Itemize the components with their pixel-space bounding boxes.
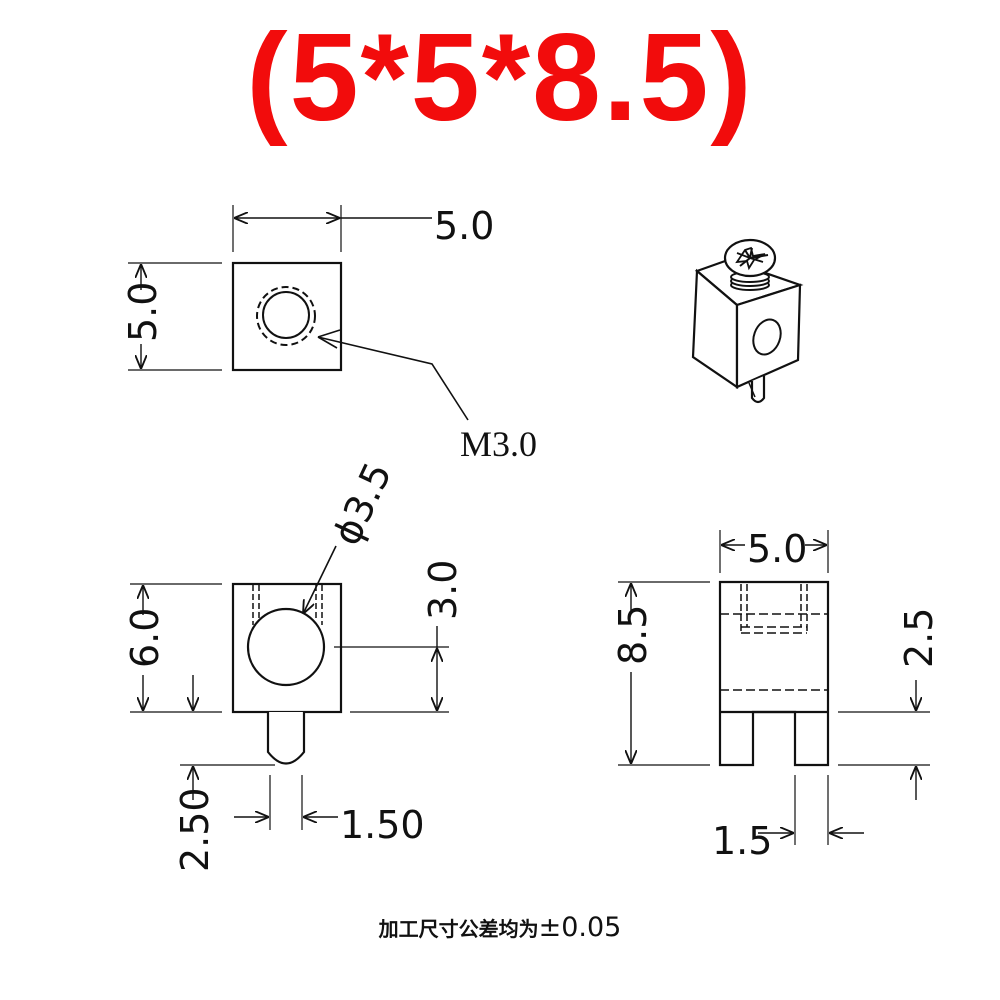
tolerance-value: ±0.05 <box>538 912 622 943</box>
front-height-label: 6.0 <box>123 608 167 668</box>
top-width-label: 5.0 <box>434 204 494 248</box>
pin <box>266 712 306 765</box>
top-view: 5.0 5.0 M3.0 <box>121 204 537 464</box>
top-view-outline <box>231 261 343 372</box>
side-width-label: 5.0 <box>747 527 807 571</box>
tolerance-note: 加工尺寸公差均为±0.05 <box>0 912 1000 943</box>
slot-depth-label: 2.5 <box>897 608 941 668</box>
pin-width-label: 1.50 <box>340 803 425 847</box>
side-view: 5.0 8.5 2.5 1.5 <box>611 527 941 863</box>
front-view: ϕ3.5 6.0 3.0 2.50 1.50 <box>123 456 465 872</box>
side-hole <box>752 318 782 356</box>
side-height-label: 8.5 <box>611 605 655 665</box>
screw-hole-circle <box>262 291 310 339</box>
hole-diameter-label: ϕ3.5 <box>324 456 400 552</box>
isometric-view <box>691 238 804 404</box>
thread-dashed-circle <box>256 286 316 346</box>
cross-hole <box>246 607 326 687</box>
tolerance-note-text: 加工尺寸公差均为 <box>378 917 539 941</box>
thread-label: M3.0 <box>460 424 537 464</box>
leg-width-label: 1.5 <box>712 819 772 863</box>
pin-length-label: 2.50 <box>173 787 217 872</box>
hole-center-label: 3.0 <box>421 560 465 620</box>
top-height-label: 5.0 <box>121 282 165 342</box>
page-title: (5*5*8.5) <box>246 9 754 147</box>
